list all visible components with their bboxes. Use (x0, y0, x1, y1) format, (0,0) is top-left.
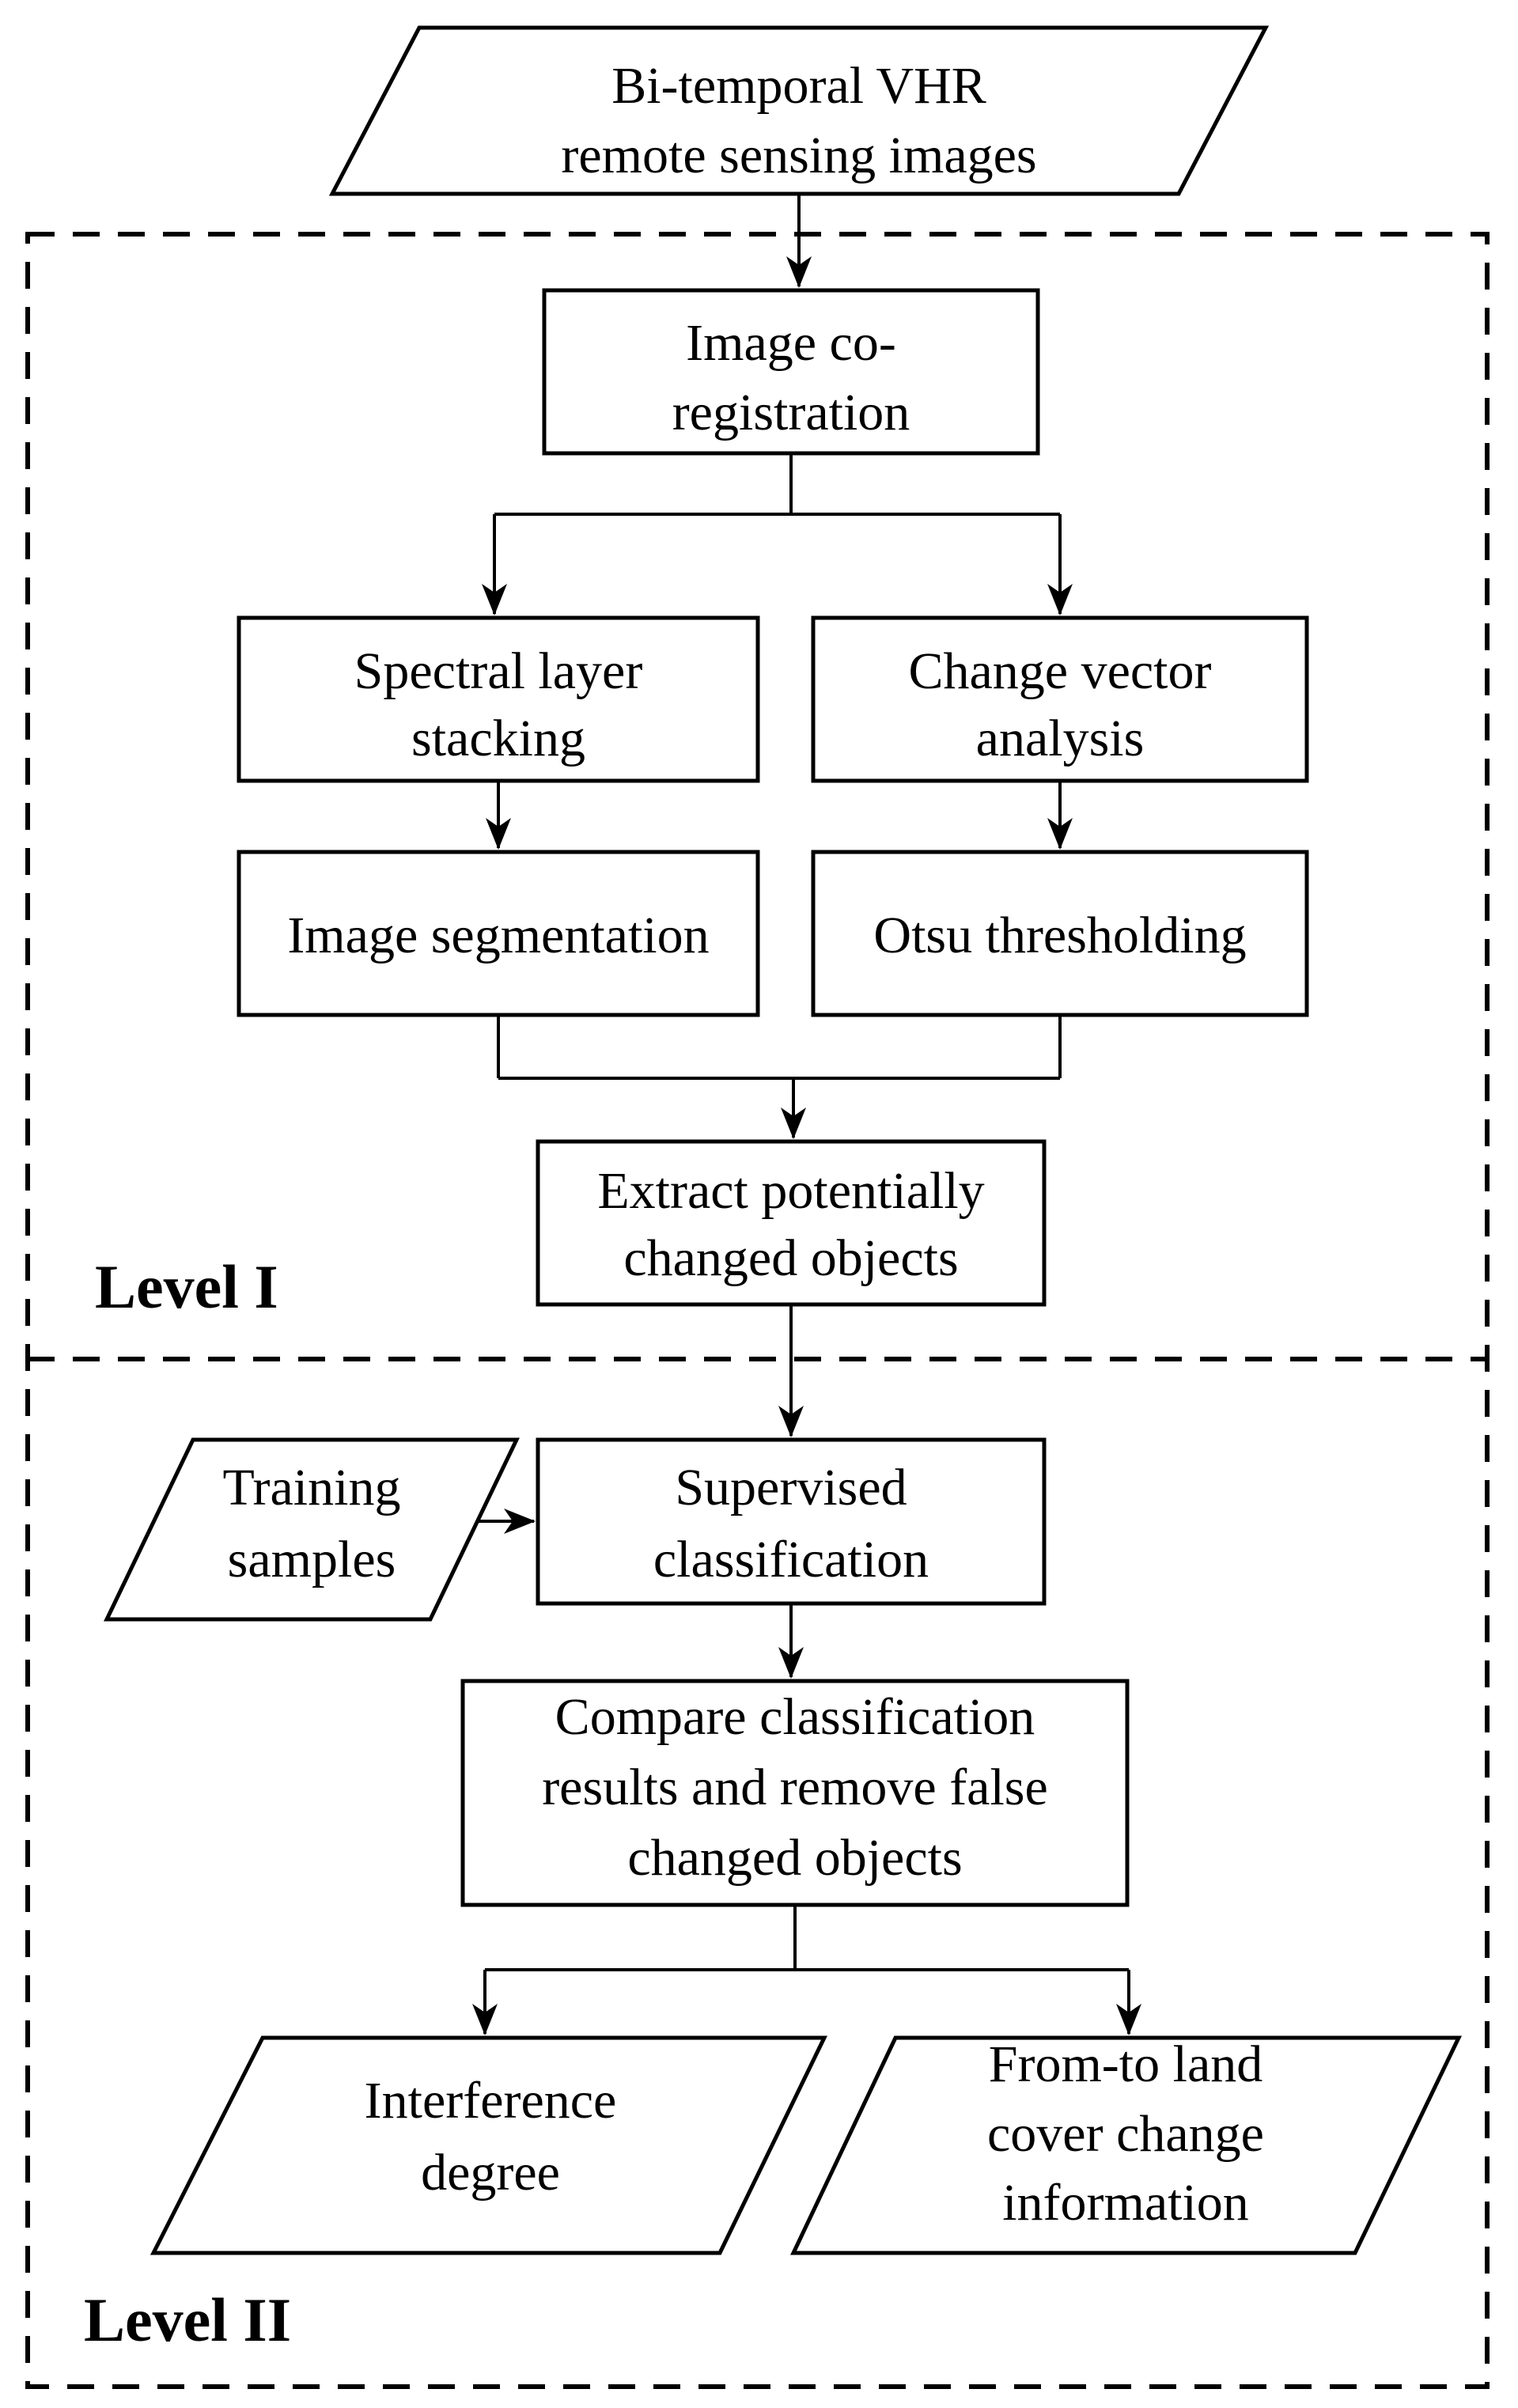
input-label-line2: remote sensing images (561, 127, 1036, 184)
compare-results-rect (460, 1679, 1130, 1907)
node-coregistration: Image co- registration (542, 288, 1040, 456)
input-label-line1: Bi-temporal VHR (611, 57, 986, 115)
split-line-compare (485, 1905, 1129, 1971)
extract-objects-rect (536, 1139, 1047, 1307)
training-samples-label-line2: samples (228, 1531, 396, 1588)
otsu-thresholding-label: Otsu thresholding (873, 907, 1246, 964)
interference-degree-label-line1: Interference (365, 2072, 617, 2130)
supervised-classification-label-line2: classification (653, 1531, 929, 1588)
input-parallelogram (328, 25, 1270, 196)
supervised-classification-rect (536, 1437, 1047, 1606)
change-vector-analysis-label-line2: analysis (976, 710, 1145, 767)
node-interference-degree: Interference degree (150, 2035, 827, 2255)
compare-results-label-line3: changed objects (627, 1829, 962, 1887)
otsu-thresholding-rect (811, 850, 1309, 1017)
training-samples-parallelogram (104, 1437, 520, 1622)
coregistration-rect (542, 288, 1040, 456)
from-to-change-label-line3: information (1002, 2174, 1249, 2232)
extract-objects-label-line2: changed objects (623, 1229, 958, 1287)
node-compare-results: Compare classification results and remov… (460, 1679, 1130, 1907)
from-to-change-label-line2: cover change (987, 2105, 1264, 2163)
from-to-change-parallelogram (790, 2035, 1462, 2255)
compare-results-label-line1: Compare classification (555, 1688, 1035, 1746)
coregistration-label-line1: Image co- (686, 314, 896, 372)
level1-label: Level I (95, 1252, 278, 1321)
spectral-stacking-label-line1: Spectral layer (354, 642, 643, 700)
change-vector-analysis-rect (811, 615, 1309, 783)
node-otsu-thresholding: Otsu thresholding (811, 850, 1309, 1017)
split-line-coregistration (494, 453, 1060, 516)
spectral-stacking-label-line2: stacking (411, 710, 585, 767)
node-spectral-stacking: Spectral layer stacking (237, 615, 760, 783)
interference-degree-parallelogram (150, 2035, 827, 2255)
training-samples-label-line1: Training (223, 1459, 401, 1516)
node-training-samples: Training samples (104, 1437, 520, 1622)
coregistration-label-line2: registration (672, 384, 910, 441)
change-vector-analysis-label-line1: Change vector (908, 642, 1211, 700)
level-regions-border (25, 232, 1490, 2389)
supervised-classification-label-line1: Supervised (675, 1459, 907, 1516)
merge-line-level1 (497, 1015, 1062, 1080)
image-segmentation-rect (237, 850, 760, 1017)
spectral-stacking-rect (237, 615, 760, 783)
node-from-to-change: From-to land cover change information (790, 2035, 1462, 2255)
extract-objects-label-line1: Extract potentially (597, 1162, 984, 1220)
compare-results-label-line2: results and remove false (542, 1759, 1048, 1816)
level2-label: Level II (84, 2285, 291, 2354)
node-image-segmentation: Image segmentation (237, 850, 760, 1017)
image-segmentation-label: Image segmentation (287, 907, 709, 964)
node-change-vector-analysis: Change vector analysis (811, 615, 1309, 783)
node-supervised-classification: Supervised classification (536, 1437, 1047, 1606)
interference-degree-label-line2: degree (421, 2144, 560, 2202)
node-extract-objects: Extract potentially changed objects (536, 1139, 1047, 1307)
node-input: Bi-temporal VHR remote sensing images (328, 25, 1270, 196)
from-to-change-label-line1: From-to land (989, 2035, 1262, 2093)
